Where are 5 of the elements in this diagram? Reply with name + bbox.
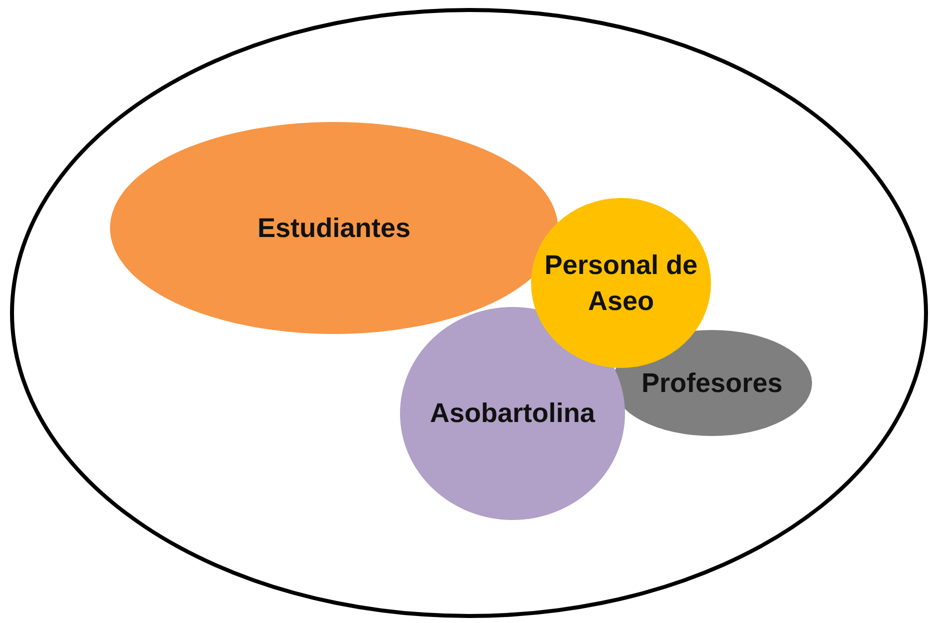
group-label: Profesores	[641, 366, 783, 400]
outer-ellipse	[10, 8, 928, 618]
group-label: Asobartolina	[430, 397, 596, 430]
group-label: Estudiantes	[257, 212, 411, 245]
group-label: Personal de Aseo	[543, 248, 699, 318]
